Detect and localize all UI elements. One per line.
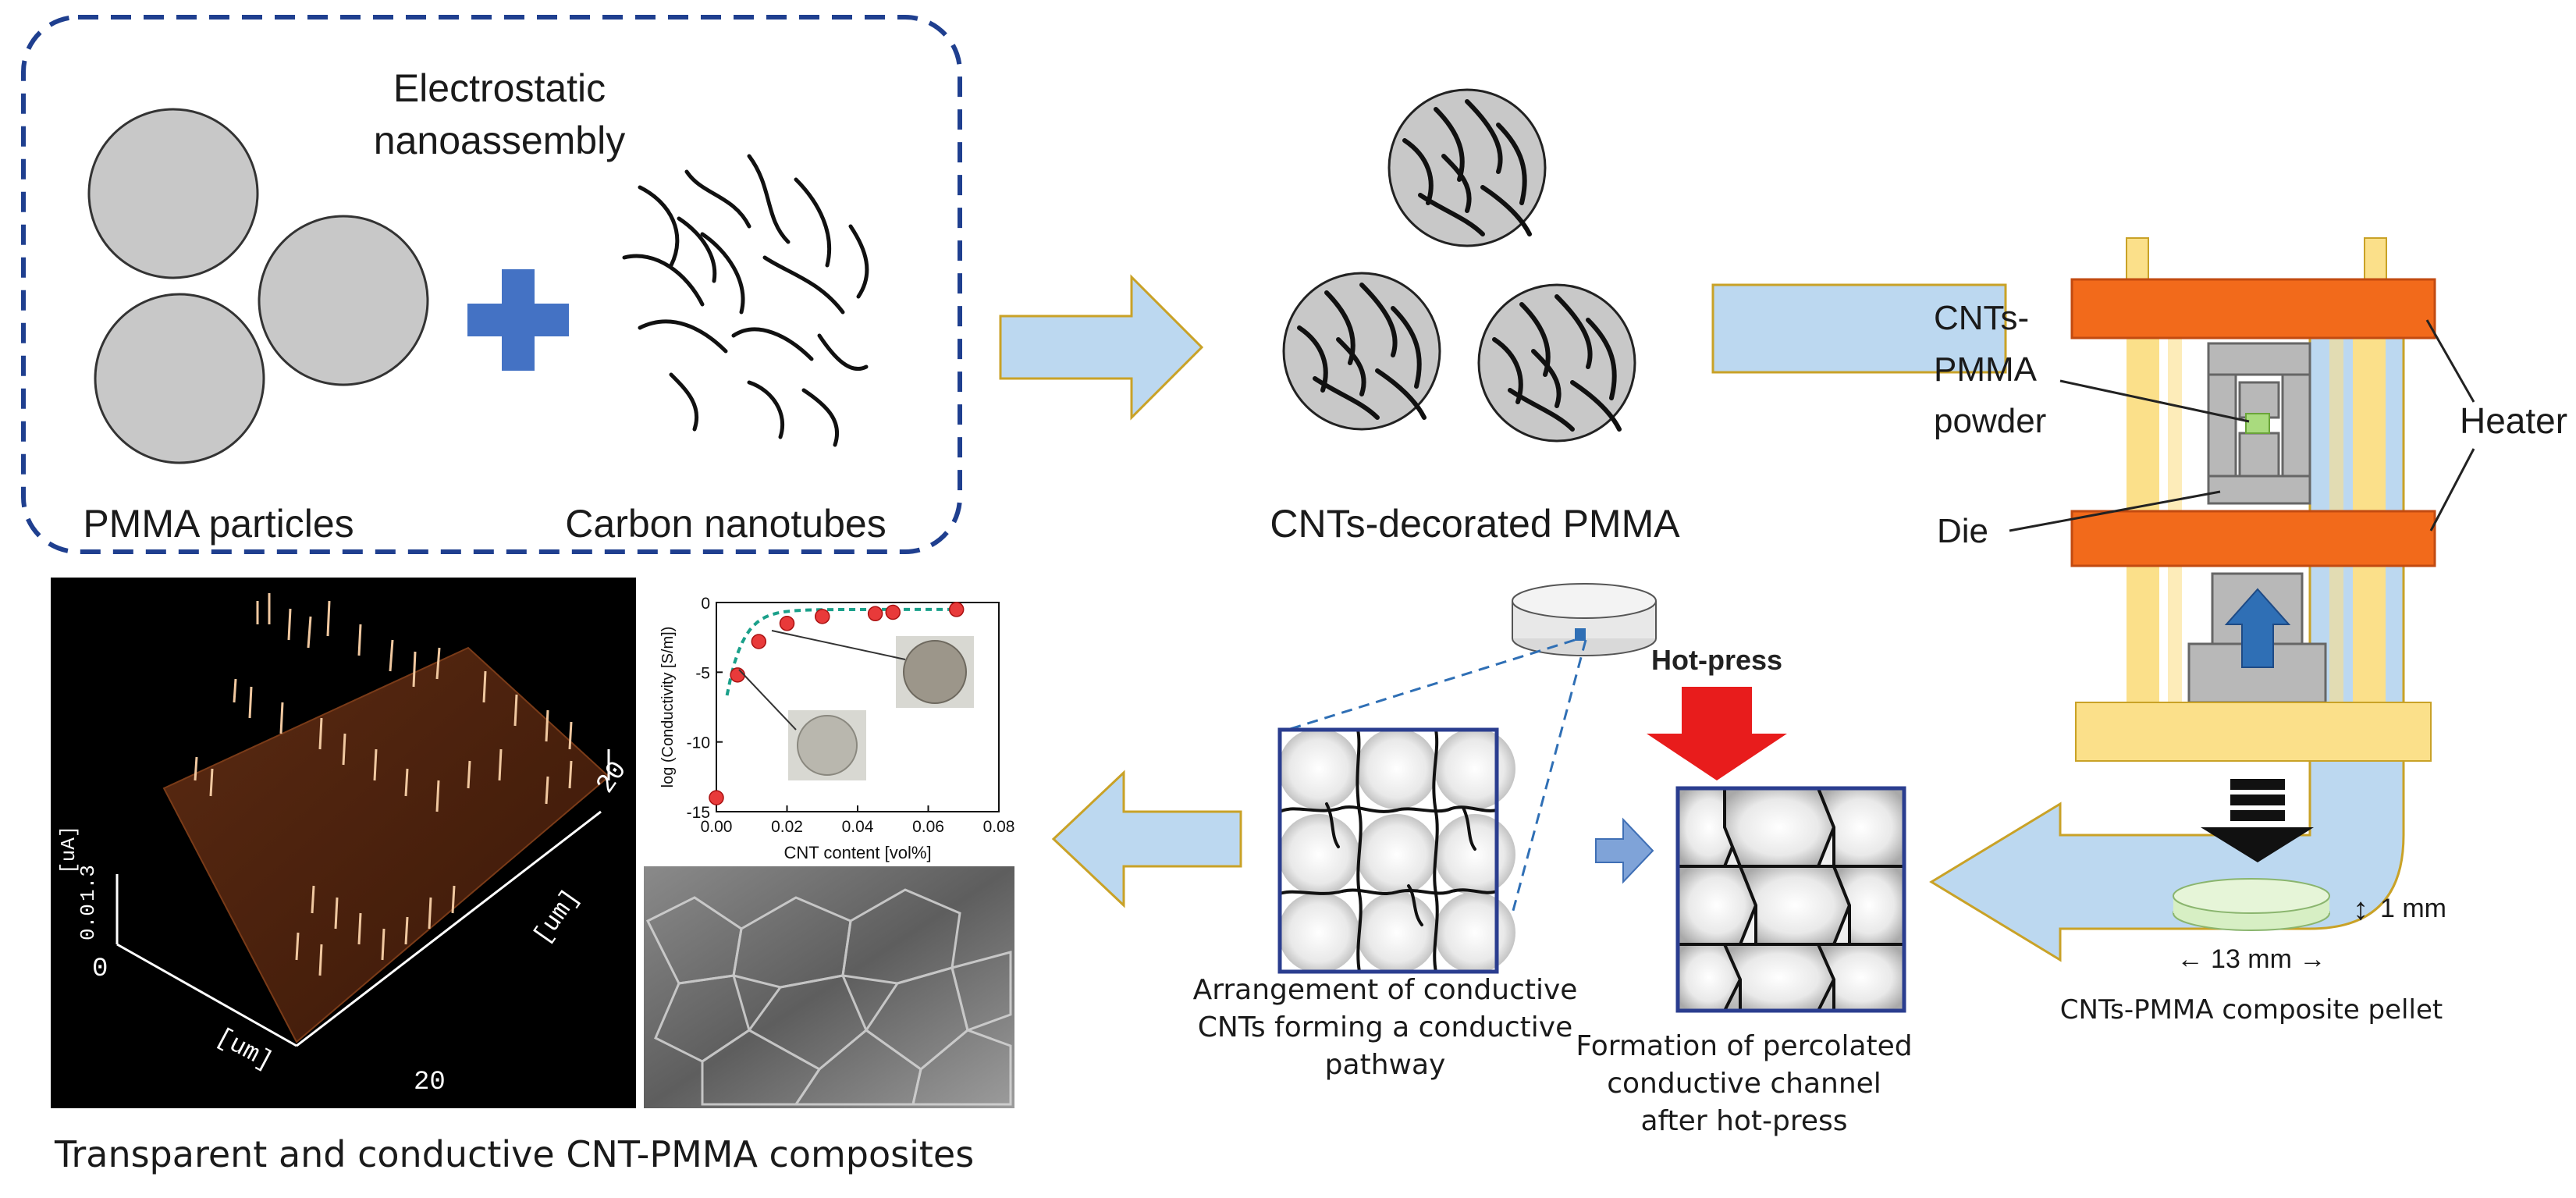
result-arrow xyxy=(1051,770,1242,908)
assembly-title-line1: Electrostatic xyxy=(393,66,606,110)
afm-unit-label: [uA] xyxy=(57,826,80,874)
frame-base xyxy=(2075,702,2432,762)
data-point xyxy=(709,790,724,805)
decorated-particle xyxy=(1282,272,1441,431)
sem-image xyxy=(644,866,1014,1108)
y-tick-label: -15 xyxy=(687,804,710,822)
chart-axis-ticks: 0.00 0.02 0.04 0.06 0.08 0 -5 -10 -15 xyxy=(687,595,1015,836)
data-point xyxy=(779,616,795,631)
press-up-arrow xyxy=(2224,588,2291,668)
die xyxy=(2207,342,2311,505)
footer-caption: Transparent and conductive CNT-PMMA comp… xyxy=(54,1133,974,1175)
heater-leader-bottom xyxy=(2429,448,2475,531)
coin-photo xyxy=(896,636,974,708)
decorated-pmma-label: CNTs-decorated PMMA xyxy=(1270,502,1680,546)
arrangement-caption-line3: pathway xyxy=(1325,1049,1446,1081)
process-arrow-bar xyxy=(1711,283,2007,374)
process-arrow xyxy=(999,274,1204,421)
chart-ylabel: log (Conductivity [S/m]) xyxy=(659,627,677,788)
data-point xyxy=(751,634,767,649)
afm-image: [uA] 1.3 0.0 0 [um] 20 [um] 20 xyxy=(51,578,636,1108)
x-tick-label: 0.04 xyxy=(842,818,874,836)
output-arrow xyxy=(2201,779,2314,862)
hotpress-structure: Hot-press Formation of percolated conduc… xyxy=(1576,644,1912,1137)
afm-z-tick-top: 1.3 xyxy=(76,865,100,901)
percolated-grid xyxy=(1675,786,1906,1013)
decorated-particle xyxy=(1387,88,1547,247)
coin-photo xyxy=(788,710,866,780)
dashed-border xyxy=(21,15,962,554)
powder-leader-line xyxy=(2059,379,2250,423)
data-point xyxy=(885,604,901,620)
y-tick-label: -5 xyxy=(695,664,710,682)
pmma-particle xyxy=(87,108,259,279)
afm-z-tick-bottom: 0.0 xyxy=(76,904,100,940)
powder-label-line2: PMMA xyxy=(1934,350,2038,389)
powder-label-line3: powder xyxy=(1934,402,2046,440)
heater-bottom xyxy=(2070,510,2436,567)
decorated-particle xyxy=(1477,283,1636,443)
cnt-pmma-powder xyxy=(2245,413,2270,434)
assembly-title-line2: nanoassembly xyxy=(374,119,625,162)
decorated-pmma: CNTs-decorated PMMA xyxy=(1270,88,1680,546)
chart-points xyxy=(709,602,965,805)
pmma-particles-label: PMMA particles xyxy=(83,502,354,546)
hotpress-arrow xyxy=(1647,687,1787,780)
heater-top xyxy=(2070,278,2436,339)
carbon-nanotubes-label: Carbon nanotubes xyxy=(565,502,886,546)
data-point xyxy=(815,609,830,624)
arrangement-structure: Arrangement of conductive CNTs forming a… xyxy=(1193,583,1657,1081)
assembly-panel: Electrostatic nanoassembly PMMA pa xyxy=(21,15,962,554)
pmma-particle xyxy=(258,215,429,386)
data-point xyxy=(867,606,883,622)
heater-label: Heater xyxy=(2460,400,2567,441)
carbon-nanotubes-icon xyxy=(622,154,869,447)
afm-x-axis-end: 20 xyxy=(414,1068,446,1097)
sample-disc xyxy=(1512,583,1657,656)
pellet-label: CNTs-PMMA composite pellet xyxy=(2060,994,2443,1026)
hotpress-caption-line3: after hot-press xyxy=(1640,1105,1847,1137)
hotpress-label: Hot-press xyxy=(1651,644,1782,676)
data-point xyxy=(948,602,965,617)
pmma-particle xyxy=(94,293,265,464)
chart-xlabel: CNT content [vol%] xyxy=(783,843,931,862)
thickness-label: 1 mm xyxy=(2380,894,2446,923)
afm-origin-label: 0 xyxy=(92,954,108,984)
pellet xyxy=(2173,878,2330,931)
fit-curve xyxy=(725,607,957,696)
thickness-icon: ↕ xyxy=(2353,892,2368,926)
afm-peaks xyxy=(194,593,573,976)
powder-label-line1: CNTs- xyxy=(1934,299,2029,337)
x-tick-label: 0.06 xyxy=(912,818,944,836)
hotpress-caption-line2: conductive channel xyxy=(1607,1068,1881,1100)
arrangement-grid xyxy=(1277,727,1515,974)
conductivity-chart: 0.00 0.02 0.04 0.06 0.08 0 -5 -10 -15 CNT conten… xyxy=(640,578,1014,866)
small-blue-arrow xyxy=(1595,817,1654,884)
y-tick-label: -10 xyxy=(687,734,710,752)
data-point xyxy=(730,667,745,683)
y-tick-label: 0 xyxy=(701,595,710,613)
die-label: Die xyxy=(1937,512,1988,550)
heater-leader-top xyxy=(2425,319,2475,403)
plus-icon xyxy=(467,269,569,371)
x-tick-label: 0.00 xyxy=(701,818,733,836)
arrangement-caption-line2: CNTs forming a conductive xyxy=(1198,1011,1573,1043)
arrangement-caption-line1: Arrangement of conductive xyxy=(1193,974,1578,1006)
die-leader-line xyxy=(2009,490,2221,532)
x-tick-label: 0.02 xyxy=(771,818,803,836)
hotpress-caption-line1: Formation of percolated xyxy=(1576,1030,1912,1062)
hot-press-apparatus: ↕ 1 mm ← 13 mm → CNTs-PMMA composite pel… xyxy=(1929,237,2567,1026)
diameter-label: ← 13 mm → xyxy=(2177,944,2326,974)
x-tick-label: 0.08 xyxy=(983,818,1015,836)
